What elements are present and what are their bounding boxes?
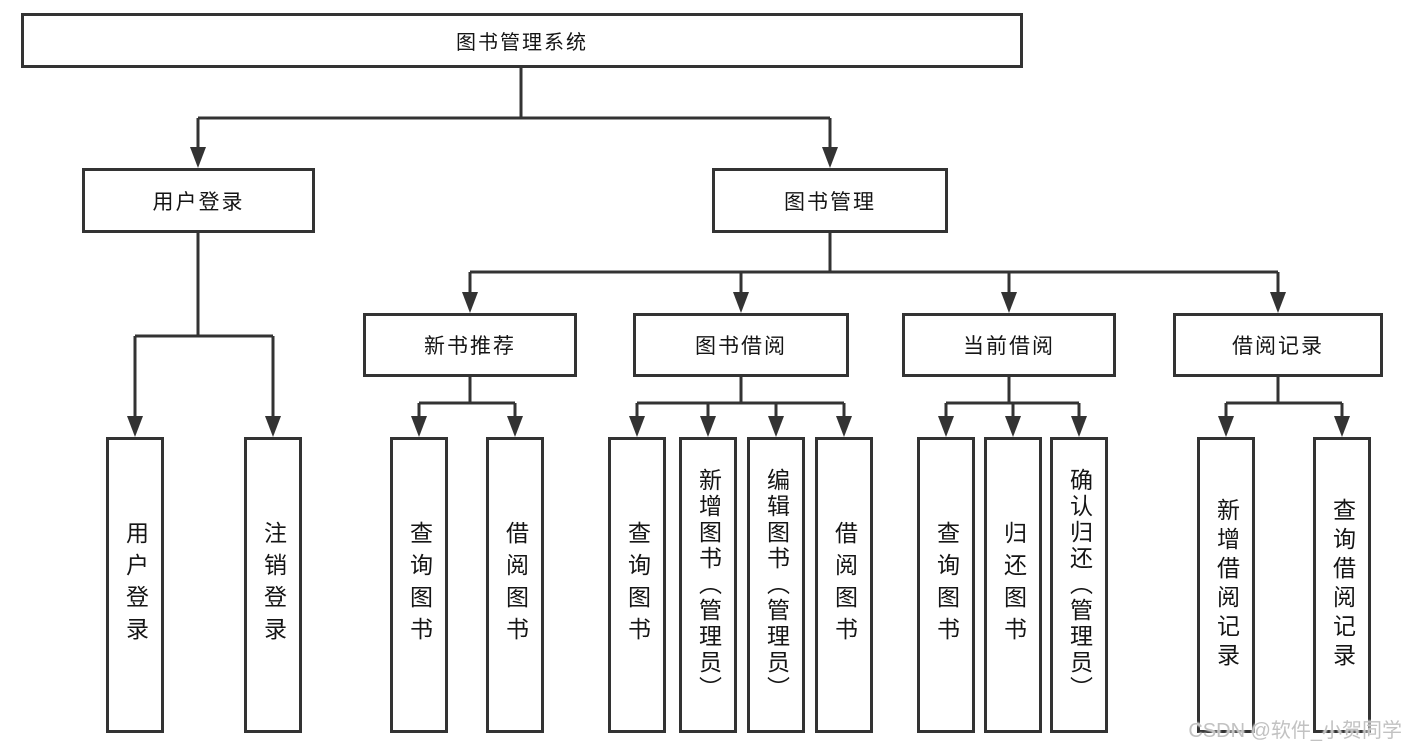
leaf-query-borrow-record: 查询借阅记录	[1313, 437, 1371, 733]
leaf-logout: 注销登录	[244, 437, 302, 733]
node-label: 查询图书	[624, 521, 651, 649]
node-label: 新增借阅记录	[1213, 498, 1240, 672]
node-book-borrowing: 图书借阅	[633, 313, 849, 377]
watermark: CSDN @软件_小贺同学	[1188, 720, 1402, 742]
node-label: 确认归还（管理员）	[1066, 468, 1093, 702]
leaf-recommend-query-books: 查询图书	[390, 437, 448, 733]
node-label: 归还图书	[1000, 521, 1027, 649]
node-label: 借阅图书	[502, 521, 529, 649]
node-label: 注销登录	[260, 521, 287, 649]
node-label: 查询图书	[933, 521, 960, 649]
node-label: 编辑图书（管理员）	[763, 468, 790, 702]
node-label: 新书推荐	[424, 335, 516, 358]
leaf-return-books: 归还图书	[984, 437, 1042, 733]
leaf-borrowing-query-books: 查询图书	[608, 437, 666, 733]
node-label: 新增图书（管理员）	[695, 468, 722, 702]
node-borrowing-records: 借阅记录	[1173, 313, 1383, 377]
node-new-book-recommend: 新书推荐	[363, 313, 577, 377]
leaf-add-borrow-record: 新增借阅记录	[1197, 437, 1255, 733]
node-label: 图书借阅	[695, 335, 787, 358]
leaf-borrowing-borrow-books: 借阅图书	[815, 437, 873, 733]
node-label: 借阅记录	[1232, 335, 1324, 358]
node-label: 图书管理系统	[456, 32, 588, 54]
leaf-confirm-return-admin: 确认归还（管理员）	[1050, 437, 1108, 733]
node-label: 图书管理	[784, 190, 876, 214]
node-label: 用户登录	[152, 190, 245, 214]
node-book-management: 图书管理	[712, 168, 948, 233]
node-label: 查询借阅记录	[1329, 498, 1356, 672]
node-label: 当前借阅	[963, 335, 1055, 358]
node-user-login: 用户登录	[82, 168, 315, 233]
leaf-recommend-borrow-books: 借阅图书	[486, 437, 544, 733]
node-label: 借阅图书	[831, 521, 858, 649]
node-label: 用户登录	[122, 521, 149, 649]
node-root-library-system: 图书管理系统	[21, 13, 1023, 68]
node-label: 查询图书	[406, 521, 433, 649]
leaf-current-query-books: 查询图书	[917, 437, 975, 733]
leaf-user-login: 用户登录	[106, 437, 164, 733]
leaf-add-books-admin: 新增图书（管理员）	[679, 437, 737, 733]
node-current-borrowing: 当前借阅	[902, 313, 1116, 377]
leaf-edit-books-admin: 编辑图书（管理员）	[747, 437, 805, 733]
